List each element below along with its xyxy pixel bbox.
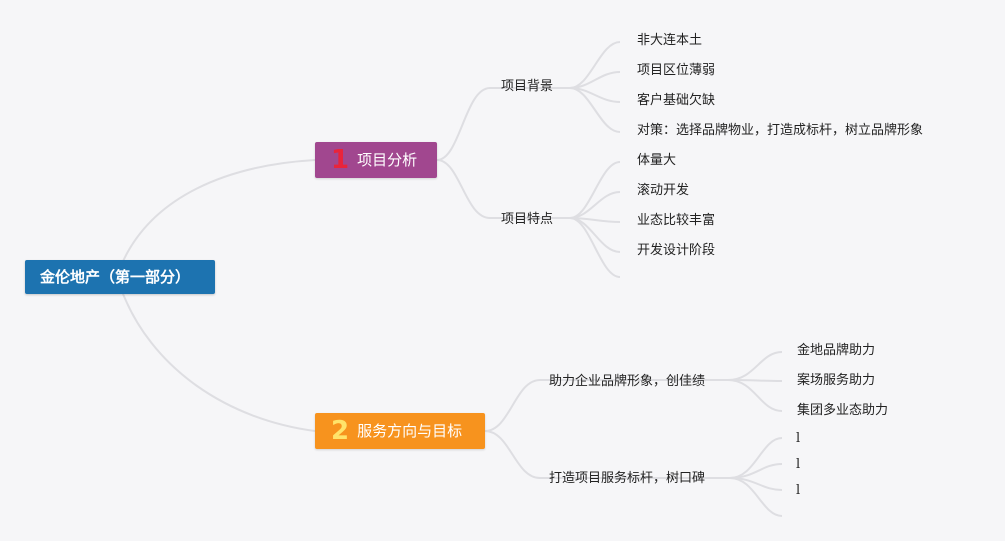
connector-branch-2-sub-2 xyxy=(484,430,730,479)
leaf-1-1-1[interactable]: 非大连本土 xyxy=(637,33,703,48)
branch-number-2: 2 xyxy=(331,416,350,446)
branch-node-2[interactable]: 2 服务方向与目标 xyxy=(315,413,485,449)
branch-label-2: 服务方向与目标 xyxy=(357,421,463,440)
leaf-2-1-1[interactable]: 金地品牌助力 xyxy=(797,343,876,358)
leaf-1-2-4[interactable]: 开发设计阶段 xyxy=(637,243,716,258)
leaf-2-2-3[interactable]: l xyxy=(796,483,801,498)
branch-node-1[interactable]: 1 项目分析 xyxy=(315,142,437,178)
branch-label-1: 项目分析 xyxy=(357,150,418,169)
connector-branch-2-sub-1 xyxy=(484,379,728,432)
connector-branch-1-sub-1 xyxy=(436,87,570,161)
subtopic-1-2[interactable]: 项目特点 xyxy=(501,212,554,227)
subtopic-2-2[interactable]: 打造项目服务标杆，树口碑 xyxy=(549,471,706,486)
leaf-1-1-3[interactable]: 客户基础欠缺 xyxy=(637,93,716,108)
connector-sub-3-leaf-1 xyxy=(727,351,783,381)
leaf-2-2-1[interactable]: l xyxy=(796,431,801,446)
leaf-2-1-2[interactable]: 案场服务助力 xyxy=(797,373,876,388)
connector-root-branch-2 xyxy=(119,285,316,432)
leaf-1-2-3[interactable]: 业态比较丰富 xyxy=(637,213,716,228)
connector-root-branch-1 xyxy=(119,159,316,269)
root-node[interactable]: 金伦地产（第一部分） xyxy=(25,260,215,294)
leaf-1-1-2[interactable]: 项目区位薄弱 xyxy=(637,63,716,78)
subtopic-1-1[interactable]: 项目背景 xyxy=(501,79,554,94)
leaf-1-2-1[interactable]: 体量大 xyxy=(637,153,677,168)
connector-sub-2-leaf-5 xyxy=(569,217,621,278)
leaf-2-2-2[interactable]: l xyxy=(796,457,801,472)
connector-sub-4-leaf-4 xyxy=(729,477,783,517)
branch-number-1: 1 xyxy=(331,145,350,175)
leaf-2-1-3[interactable]: 集团多业态助力 xyxy=(797,403,889,418)
leaf-1-1-4[interactable]: 对策：选择品牌物业，打造成标杆，树立品牌形象 xyxy=(637,123,924,138)
subtopic-2-1[interactable]: 助力企业品牌形象，创佳绩 xyxy=(549,374,706,389)
leaf-1-2-2[interactable]: 滚动开发 xyxy=(637,183,690,198)
root-label: 金伦地产（第一部分） xyxy=(40,267,191,286)
connector-sub-1-leaf-4 xyxy=(569,87,621,133)
connector-branch-1-sub-2 xyxy=(436,159,570,219)
connector-sub-3-leaf-3 xyxy=(727,379,783,412)
connector-sub-2-leaf-1 xyxy=(569,161,621,219)
